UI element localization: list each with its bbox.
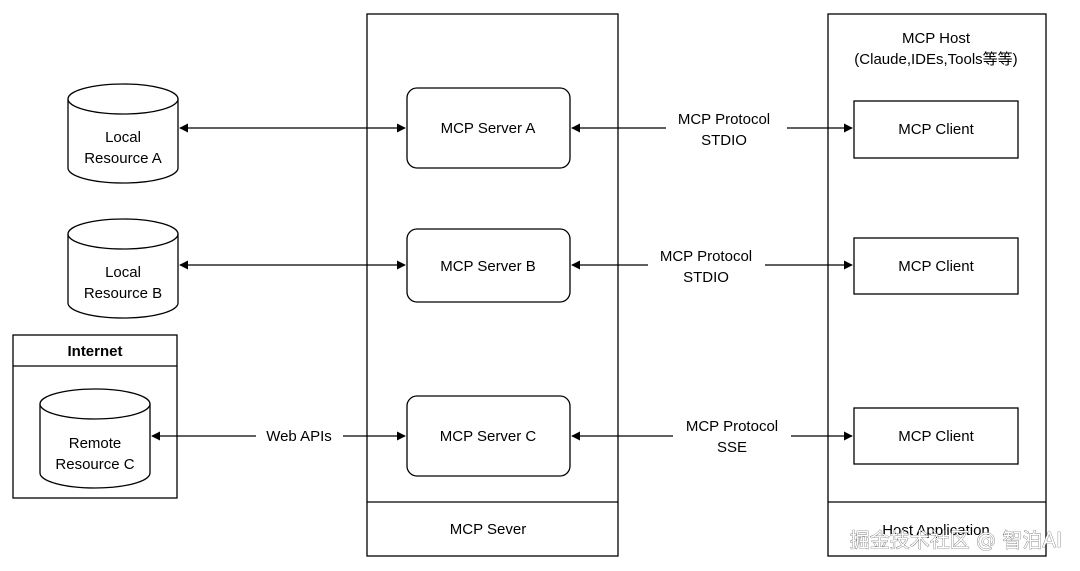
watermark-text: 掘金技术社区 @ 智泊AI: [850, 528, 1062, 552]
mcp-server-b: MCP Server B: [406, 228, 571, 303]
mcp-server-a: MCP Server A: [406, 87, 571, 169]
remote-resource-c-line1: Remote: [69, 435, 122, 452]
local-resource-a-line1: Local: [105, 129, 141, 146]
protocol-a-line1: MCP Protocol: [678, 111, 770, 128]
mcp-host-title: MCP Host: [902, 30, 971, 47]
local-resource-b-line1: Local: [105, 264, 141, 281]
remote-resource-c-line2: Resource C: [55, 456, 134, 473]
local-resource-b-cylinder: Local Resource B: [67, 218, 179, 319]
local-resource-a-cylinder: Local Resource A: [67, 83, 179, 184]
mcp-server-c-label: MCP Server C: [440, 428, 537, 445]
protocol-b-line1: MCP Protocol: [660, 248, 752, 265]
protocol-c-line2: SSE: [717, 439, 747, 456]
web-apis-label: Web APIs: [266, 428, 332, 445]
host-application-footer: Host Application: [882, 522, 990, 539]
mcp-client-3: MCP Client: [853, 407, 1019, 465]
mcp-client-1-label: MCP Client: [898, 121, 974, 138]
mcp-server-c: MCP Server C: [406, 395, 571, 477]
mcp-client-3-label: MCP Client: [898, 428, 974, 445]
mcp-server-a-label: MCP Server A: [441, 120, 536, 137]
mcp-server-container-footer: MCP Sever: [450, 521, 526, 538]
protocol-c-line1: MCP Protocol: [686, 418, 778, 435]
remote-resource-c-cylinder: Remote Resource C: [39, 388, 151, 489]
mcp-client-2-label: MCP Client: [898, 258, 974, 275]
local-resource-a-line2: Resource A: [84, 150, 162, 167]
mcp-client-2: MCP Client: [853, 237, 1019, 295]
mcp-server-b-label: MCP Server B: [440, 258, 536, 275]
protocol-b-line2: STDIO: [683, 269, 729, 286]
local-resource-b-line2: Resource B: [84, 285, 162, 302]
mcp-client-1: MCP Client: [853, 100, 1019, 159]
mcp-host-subtitle: (Claude,IDEs,Tools等等): [854, 50, 1017, 68]
protocol-a-line2: STDIO: [701, 132, 747, 149]
internet-title: Internet: [67, 343, 122, 360]
